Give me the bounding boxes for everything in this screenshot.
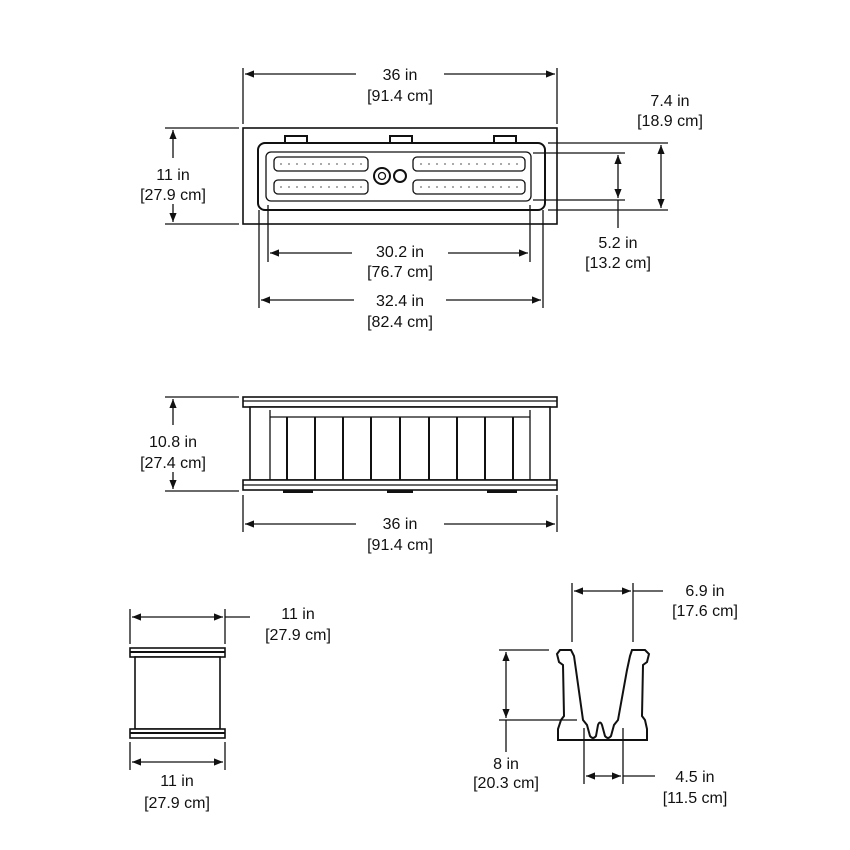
dim-top-width-metric: [91.4 cm] bbox=[367, 88, 433, 105]
dim-inner-length-outer-imperial: 32.4 in bbox=[376, 293, 424, 310]
dim-front-height-imperial: 10.8 in bbox=[149, 434, 197, 451]
fill-port-icon bbox=[373, 167, 391, 185]
dim-top-depth-imperial: 11 in bbox=[156, 167, 190, 184]
tray-reservoirs bbox=[273, 156, 526, 195]
dim-section-top-metric: [17.6 cm] bbox=[672, 603, 738, 620]
dim-inner-length-inner-imperial: 30.2 in bbox=[376, 244, 424, 261]
front-feet bbox=[283, 490, 517, 493]
dim-side-top-imperial: 11 in bbox=[281, 606, 315, 623]
front-slats bbox=[270, 416, 530, 480]
dim-inner-depth-inner-metric: [13.2 cm] bbox=[585, 255, 651, 272]
drain-hole-icon bbox=[393, 169, 407, 183]
dim-inner-length-outer-metric: [82.4 cm] bbox=[367, 314, 433, 331]
dim-front-width-imperial: 36 in bbox=[383, 516, 418, 533]
top-view: 36 in [91.4 cm] 11 in [27.9 cm] 7.4 in [… bbox=[140, 67, 703, 331]
tray-outer-rim bbox=[257, 142, 546, 211]
side-body bbox=[134, 656, 221, 730]
dim-section-height-imperial: 8 in bbox=[493, 756, 519, 773]
side-view: 11 in [27.9 cm] 11 in [27.9 cm] bbox=[129, 606, 331, 812]
section-profile bbox=[555, 649, 651, 741]
dim-inner-length-inner-metric: [76.7 cm] bbox=[367, 264, 433, 281]
dim-section-base-imperial: 4.5 in bbox=[675, 769, 714, 786]
front-top-cap bbox=[242, 396, 558, 408]
dim-top-width-imperial: 36 in bbox=[383, 67, 418, 84]
dim-section-top-imperial: 6.9 in bbox=[685, 583, 724, 600]
tray-inner-rim bbox=[265, 151, 532, 202]
section-view: 6.9 in [17.6 cm] 8 in [20.3 cm] 4.5 in [… bbox=[473, 583, 738, 807]
dim-section-base-metric: [11.5 cm] bbox=[663, 790, 728, 807]
front-view: 10.8 in [27.4 cm] 36 in [91.4 cm] bbox=[140, 396, 558, 554]
dim-side-bottom-imperial: 11 in bbox=[160, 773, 194, 790]
dim-front-height-metric: [27.4 cm] bbox=[140, 455, 206, 472]
dim-inner-depth-inner-imperial: 5.2 in bbox=[598, 235, 637, 252]
dim-side-bottom-metric: [27.9 cm] bbox=[144, 795, 210, 812]
dim-inner-depth-outer-imperial: 7.4 in bbox=[650, 93, 689, 110]
dim-section-height-metric: [20.3 cm] bbox=[473, 775, 539, 792]
dim-side-top-metric: [27.9 cm] bbox=[265, 627, 331, 644]
dim-front-width-metric: [91.4 cm] bbox=[367, 537, 433, 554]
dim-top-depth-metric: [27.9 cm] bbox=[140, 187, 206, 204]
dim-inner-depth-outer-metric: [18.9 cm] bbox=[637, 113, 703, 130]
